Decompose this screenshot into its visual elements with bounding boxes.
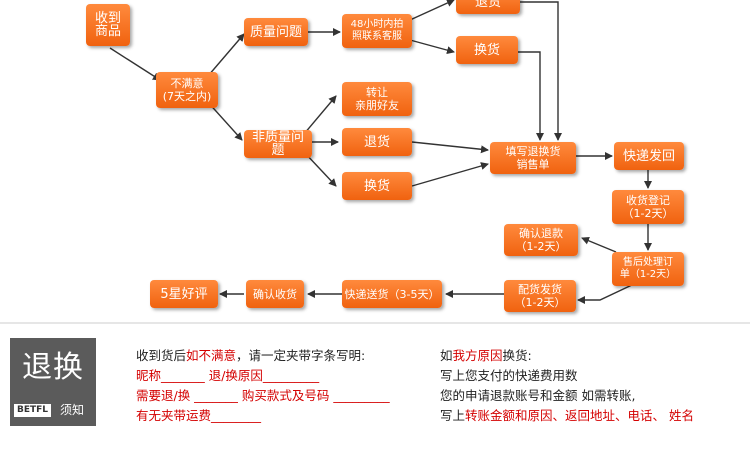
notes-left-line-2: 昵称_______ 退/换原因_________ — [136, 368, 320, 383]
node-five-star-review: 5星好评 — [150, 280, 218, 308]
arrow-return-top-to-form — [520, 1, 562, 141]
arrow-aftersale-to-dispatch — [577, 283, 635, 304]
arrow-exchange-mid-to-form — [411, 162, 489, 187]
badge-title: 退换 — [22, 350, 84, 385]
notes-left-line-1: 收到货后如不满意，请一定夹带字条写明: — [136, 348, 366, 363]
node-received: 收到 商品 — [86, 4, 130, 46]
node-exchange-mid: 换货 — [342, 172, 412, 200]
arrow-contact-to-return — [409, 0, 455, 21]
node-dispatch-goods: 配货发货 （1-2天） — [504, 280, 576, 312]
node-non-quality-issue: 非质量问题 — [244, 130, 312, 158]
return-notice-badge: 退换 BETFL 须知 — [10, 338, 96, 426]
arrow-unsatisfied-to-quality — [207, 33, 245, 77]
node-unsatisfied: 不满意 (7天之内) — [156, 72, 218, 108]
notes-right: 如我方原因换货: 写上您支付的快递费用数 您的申请退款账号和金额 如需转账, 写… — [440, 346, 694, 426]
notes-left-line-3: 需要退/换 _______ 购买款式及号码 _________ — [136, 388, 390, 403]
node-return-top: 退货 — [456, 0, 520, 14]
node-quality-issue: 质量问题 — [244, 18, 308, 46]
arrow-received-to-unsatisfied — [109, 47, 161, 81]
node-confirm-receipt: 确认收货 — [246, 280, 304, 308]
notes-right-line-2: 写上您支付的快递费用数 — [440, 368, 578, 383]
node-express-send-back: 快递发回 — [614, 142, 684, 170]
node-aftersale-processing: 售后处理订 单（1-2天） — [612, 252, 684, 286]
node-exchange-top: 换货 — [456, 36, 518, 64]
node-receive-register: 收货登记 （1-2天） — [612, 190, 684, 224]
badge-brand: BETFL — [14, 404, 52, 417]
arrow-nonquality-to-transfer — [303, 95, 337, 135]
node-confirm-refund: 确认退款 （1-2天） — [504, 224, 578, 256]
notes-right-line-4: 写上转账金额和原因、返回地址、电话、 姓名 — [440, 408, 694, 423]
notes-right-line-3: 您的申请退款账号和金额 如需转账, — [440, 388, 636, 403]
node-express-delivery: 快递送货（3-5天） — [342, 280, 442, 308]
notes-left: 收到货后如不满意，请一定夹带字条写明: 昵称_______ 退/换原因_____… — [136, 346, 390, 426]
node-transfer-friends: 转让 亲朋好友 — [342, 82, 412, 116]
notes-left-line-4: 有无夹带运费________ — [136, 408, 262, 423]
arrow-contact-to-exchange — [409, 39, 455, 55]
section-divider — [0, 322, 750, 324]
node-contact-48h: 48小时内拍 照联系客服 — [342, 14, 412, 48]
node-fill-return-form: 填写退换货 销售单 — [490, 142, 576, 174]
arrow-aftersale-to-refund — [581, 236, 617, 253]
badge-subtitle: 须知 — [60, 403, 85, 417]
notes-right-line-1: 如我方原因换货: — [440, 348, 532, 363]
arrow-return-mid-to-form — [411, 141, 489, 154]
arrow-exchange-top-to-form — [506, 51, 544, 141]
node-return-mid: 退货 — [342, 128, 412, 156]
